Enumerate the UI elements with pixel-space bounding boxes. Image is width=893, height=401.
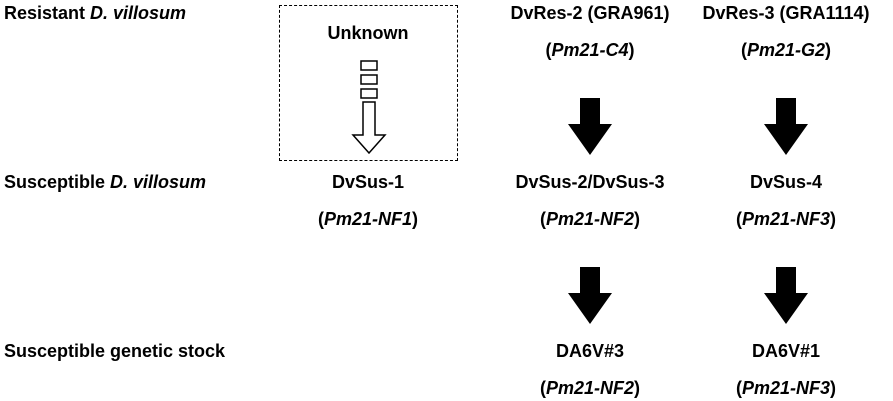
- resistant-allele: (Pm21-G2): [741, 39, 831, 61]
- paren-open: (: [740, 40, 747, 60]
- susceptible-name: DvSus-2/DvSus-3: [515, 172, 665, 192]
- paren-close: ): [830, 209, 837, 229]
- paren-open: (: [539, 378, 546, 398]
- row-label-stock: Susceptible genetic stock: [4, 341, 226, 361]
- stock-name: DA6V#3: [555, 341, 625, 361]
- row-label-resistant: Resistant D. villosum: [4, 2, 186, 24]
- arrow-down-icon: [764, 98, 808, 155]
- arrow-down-icon: [568, 98, 612, 155]
- paren-close: ): [412, 209, 419, 229]
- unknown-box: [279, 5, 458, 161]
- paren-open: (: [545, 40, 552, 60]
- resistant-name: DvRes-2 (GRA961): [510, 3, 670, 23]
- paren-open: (: [539, 209, 546, 229]
- paren-open: (: [735, 209, 742, 229]
- row-label-species: D. villosum: [90, 3, 187, 23]
- paren-close: ): [628, 40, 635, 60]
- row-label-prefix: Susceptible: [4, 172, 111, 192]
- allele-name: Pm21-NF2: [545, 378, 635, 398]
- arrow-down-icon: [764, 267, 808, 324]
- resistant-name: DvRes-3 (GRA1114): [702, 3, 870, 23]
- arrow-down-icon: [568, 267, 612, 324]
- row-label-prefix: Resistant: [4, 3, 91, 23]
- allele-name: Pm21-NF3: [741, 378, 831, 398]
- stock-allele: (Pm21-NF3): [736, 377, 836, 399]
- paren-open: (: [317, 209, 324, 229]
- resistant-allele: (Pm21-C4): [545, 39, 634, 61]
- allele-name: Pm21-NF2: [545, 209, 635, 229]
- allele-name: Pm21-NF3: [741, 209, 831, 229]
- paren-close: ): [825, 40, 832, 60]
- paren-close: ): [634, 209, 641, 229]
- hollow-arrow-down-icon: [351, 60, 387, 155]
- paren-close: ): [634, 378, 641, 398]
- paren-close: ): [830, 378, 837, 398]
- susceptible-allele: (Pm21-NF2): [540, 208, 640, 230]
- row-label-susceptible: Susceptible D. villosum: [4, 171, 206, 193]
- susceptible-allele: (Pm21-NF1): [318, 208, 418, 230]
- allele-name: Pm21-C4: [551, 40, 629, 60]
- susceptible-name: DvSus-4: [749, 172, 823, 192]
- stock-allele: (Pm21-NF2): [540, 377, 640, 399]
- allele-name: Pm21-NF1: [323, 209, 413, 229]
- susceptible-name: DvSus-1: [331, 172, 405, 192]
- row-label-species: D. villosum: [110, 172, 207, 192]
- allele-name: Pm21-G2: [746, 40, 826, 60]
- susceptible-allele: (Pm21-NF3): [736, 208, 836, 230]
- stock-name: DA6V#1: [751, 341, 821, 361]
- paren-open: (: [735, 378, 742, 398]
- unknown-label: Unknown: [327, 23, 409, 43]
